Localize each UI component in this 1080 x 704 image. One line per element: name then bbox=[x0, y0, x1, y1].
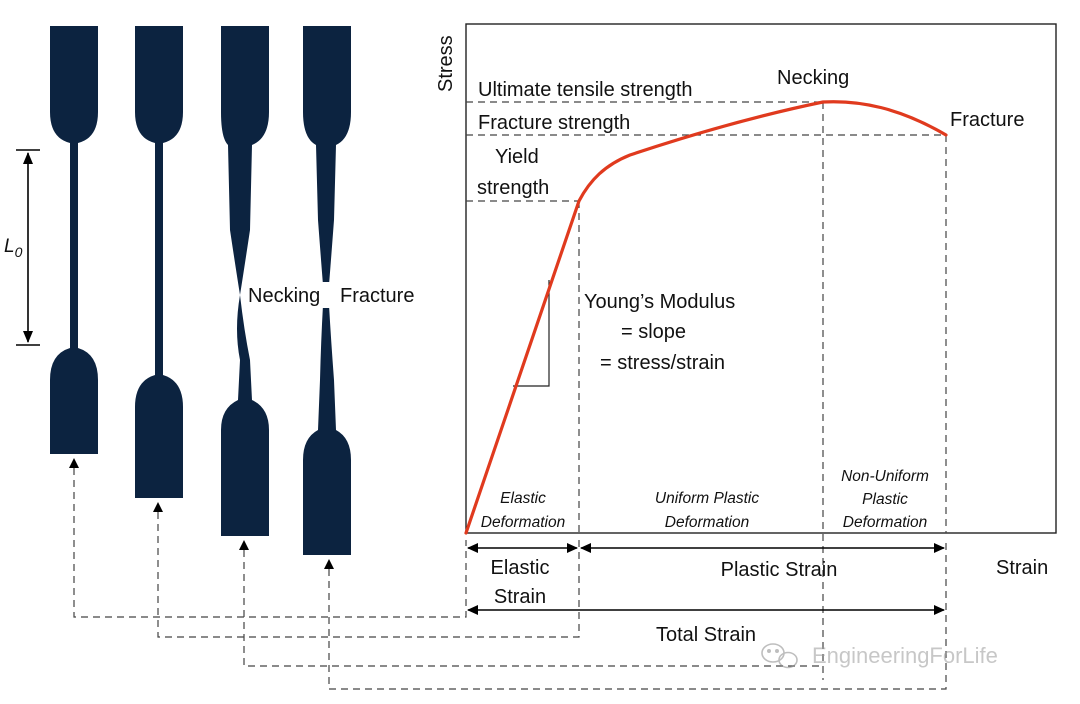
total-strain-label: Total Strain bbox=[656, 624, 756, 646]
specimen-2-link-arrowhead bbox=[153, 502, 163, 512]
gauge-length-arrowhead-up bbox=[23, 152, 33, 164]
specimen-necking bbox=[221, 26, 269, 536]
fracture-point-label: Fracture bbox=[950, 109, 1024, 131]
specimen-original bbox=[50, 26, 98, 454]
yield-strength-label-line2: strength bbox=[477, 177, 549, 199]
uniform-plastic-line1: Uniform Plastic bbox=[655, 490, 759, 507]
uniform-plastic-line2: Deformation bbox=[665, 514, 749, 531]
elastic-strain-arrowhead-left bbox=[467, 543, 478, 553]
plastic-strain-arrowhead-right bbox=[934, 543, 945, 553]
specimen-elongated bbox=[135, 26, 183, 498]
gauge-length-subscript: 0 bbox=[15, 244, 23, 260]
link-line-fracture bbox=[328, 540, 947, 690]
elastic-strain-arrowhead-right bbox=[567, 543, 578, 553]
plastic-strain-label: Plastic Strain bbox=[721, 559, 838, 581]
specimen-3-link-arrowhead bbox=[239, 540, 249, 550]
necking-point-label: Necking bbox=[777, 67, 849, 89]
link-line-original bbox=[73, 468, 467, 618]
elastic-deformation-line2: Deformation bbox=[481, 514, 565, 531]
specimen-fracture-bottom bbox=[303, 305, 351, 555]
graph-frame bbox=[465, 23, 1057, 534]
link-line-elongated bbox=[157, 512, 580, 638]
watermark: EngineeringForLife bbox=[761, 643, 998, 669]
x-axis-label: Strain bbox=[996, 557, 1048, 579]
yield-strength-label-line1: Yield bbox=[495, 146, 539, 168]
nonuniform-plastic-line1: Non-Uniform bbox=[841, 468, 929, 485]
uts-label: Ultimate tensile strength bbox=[478, 79, 693, 101]
elastic-deformation-line1: Elastic bbox=[500, 490, 546, 507]
elastic-strain-label-line2: Strain bbox=[494, 586, 546, 608]
specimen-group: L0 Necking Fracture bbox=[4, 26, 414, 569]
specimen-link-lines bbox=[73, 468, 947, 690]
link-line-necking bbox=[243, 550, 823, 667]
watermark-text: EngineeringForLife bbox=[812, 643, 998, 668]
nonuniform-plastic-line2: Plastic bbox=[862, 491, 908, 508]
youngs-modulus-line3: = stress/strain bbox=[600, 352, 725, 374]
plastic-strain-arrowhead-left bbox=[580, 543, 591, 553]
gauge-length-arrowhead-down bbox=[23, 331, 33, 343]
wechat-icon bbox=[761, 643, 798, 669]
slope-triangle bbox=[513, 280, 550, 387]
fracture-strength-label: Fracture strength bbox=[478, 112, 630, 134]
specimen-fracture-top bbox=[303, 26, 351, 285]
stress-strain-curve bbox=[464, 100, 948, 535]
total-strain-arrowhead-left bbox=[467, 605, 478, 615]
youngs-modulus-line1: Young’s Modulus bbox=[584, 291, 735, 313]
gauge-length-label: L0 bbox=[4, 236, 23, 260]
specimen-4-link-arrowhead bbox=[324, 559, 334, 569]
elastic-strain-label-line1: Elastic bbox=[491, 557, 550, 579]
y-axis-label: Stress bbox=[435, 35, 457, 92]
nonuniform-plastic-line3: Deformation bbox=[843, 514, 927, 531]
youngs-modulus-line2: = slope bbox=[621, 321, 686, 343]
specimen-1-link-arrowhead bbox=[69, 458, 79, 468]
total-strain-arrowhead-right bbox=[934, 605, 945, 615]
specimen-fracture-label: Fracture bbox=[340, 285, 414, 307]
stress-strain-graph: Stress Strain Ultimate tensile strength … bbox=[435, 23, 1057, 680]
specimen-necking-label: Necking bbox=[248, 285, 320, 307]
